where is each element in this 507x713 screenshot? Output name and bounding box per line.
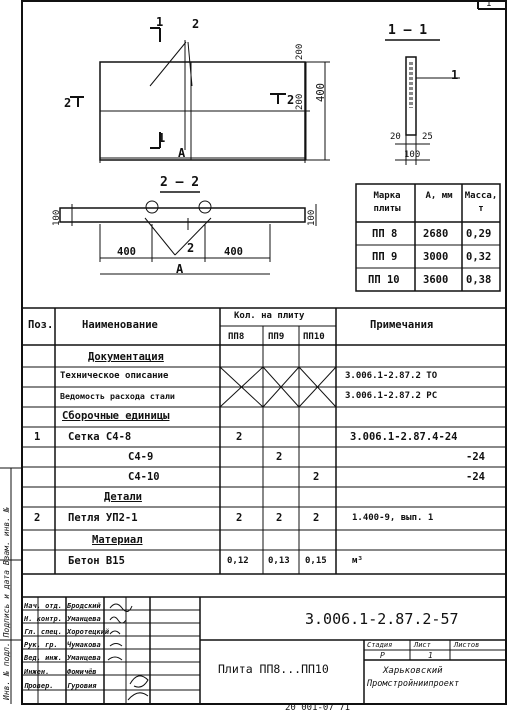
spec-header-qty: Кол. на плиту	[234, 311, 305, 321]
spec-header-pp9: ПП9	[268, 332, 285, 342]
section-2-2-dim-100-right: 100	[307, 209, 317, 226]
role-row: Гл. спец.	[24, 628, 62, 636]
role-row: Нач. отд.	[24, 602, 62, 610]
name-row: Уманцева	[67, 615, 101, 623]
plan-section-1-bottom: 1	[158, 131, 166, 145]
spec-row-c48: Сетка С4-8	[68, 431, 132, 443]
spec-section-material: Материал	[92, 534, 143, 546]
stage-value: Р	[380, 651, 385, 660]
section-1-1-dim-100: 100	[404, 150, 421, 160]
margin-vertical-text: Инв. № подл. Подпись и дата Взам. инв. №	[2, 507, 11, 700]
role-row: Вед. инж.	[24, 654, 62, 662]
spec-header-pp10: ПП10	[303, 332, 325, 342]
spec-c410-note: -24	[466, 471, 485, 483]
role-row: Инжен.	[24, 668, 50, 676]
spec-row-beton: Бетон В15	[68, 555, 125, 567]
spec-row-tech-desc: Техническое описание	[60, 371, 169, 381]
mass-table-a: 2680	[423, 228, 449, 240]
bottom-code: 20 001-07 71	[285, 703, 351, 713]
mass-table-header-a: А, мм	[425, 191, 453, 201]
name-row: Фомичёв	[67, 668, 97, 676]
spec-loop-pp9: 2	[276, 512, 283, 524]
plan-mark-2: 2	[192, 17, 200, 31]
spec-c49-note: -24	[466, 451, 485, 463]
plan-dim-400: 400	[315, 83, 327, 102]
mass-table-mark: ПП 10	[368, 274, 400, 286]
spec-header-pos: Поз.	[28, 319, 54, 331]
spec-header-name: Наименование	[82, 319, 158, 331]
spec-section-docs: Документация	[88, 351, 164, 363]
plan-dim-a: A	[178, 146, 186, 160]
spec-loop-note: 1.400-9, вып. 1	[352, 513, 434, 523]
section-2-2-dim-100-left: 100	[52, 209, 62, 226]
sheet-header: Лист	[414, 641, 431, 649]
section-1-1-title: 1 — 1	[388, 23, 428, 38]
spec-row-c410: С4-10	[128, 471, 160, 483]
section-2-2-dim-400-right: 400	[224, 246, 243, 258]
spec-loop-pp10: 2	[313, 512, 320, 524]
org-line-1: Харьковский	[383, 666, 443, 676]
name-row: Бродский	[67, 602, 101, 610]
name-row: Чумакова	[67, 641, 101, 649]
spec-header-note: Примечания	[370, 319, 434, 331]
corner-sheet-number: 1	[486, 0, 492, 9]
spec-row-loop: Петля УП2-1	[68, 512, 138, 524]
name-row: Хоротецкий	[67, 628, 110, 636]
mass-table-mark: ПП 9	[372, 251, 398, 263]
name-row: Гуровия	[67, 682, 97, 690]
section-2-2-dim-400-left: 400	[117, 246, 136, 258]
spec-beton-note: м³	[352, 556, 363, 566]
section-2-2-mark-2: 2	[187, 241, 195, 255]
spec-section-parts: Детали	[104, 491, 142, 503]
plan-dim-200-top: 200	[295, 43, 305, 60]
spec-beton-pp10: 0,15	[305, 556, 327, 566]
mass-table-a: 3000	[423, 251, 449, 263]
spec-header-pp8: ПП8	[228, 332, 245, 342]
document-designation: 3.006.1-2.87.2-57	[305, 610, 459, 628]
section-1-1-mark: 1	[451, 68, 459, 82]
section-2-2-dim-a: A	[176, 262, 184, 276]
spec-row-steel: Ведомость расхода стали	[60, 391, 175, 401]
role-row: Рук. гр.	[24, 641, 58, 649]
sheets-header: Листов	[454, 641, 480, 649]
mass-table-a: 3600	[423, 274, 449, 286]
spec-row-tech-note: 3.006.1-2.87.2 ТО	[345, 371, 438, 381]
plan-section-2-left: 2	[64, 96, 72, 110]
name-row: Уманцева	[67, 654, 101, 662]
mass-table-mass: 0,32	[466, 251, 492, 263]
section-1-1-dim-25: 25	[422, 132, 433, 142]
spec-c48-note: 3.006.1-2.87.4-24	[350, 431, 458, 443]
mass-table-mass: 0,38	[466, 274, 492, 286]
document-title: Плита ПП8...ПП10	[218, 662, 329, 676]
stage-header: Стадия	[367, 641, 393, 649]
spec-row-c49: С4-9	[128, 451, 154, 463]
spec-loop-pp8: 2	[236, 512, 243, 524]
role-row: Н. контр.	[24, 615, 62, 623]
spec-c49-pp9: 2	[276, 451, 283, 463]
title-block-roles: Нач. отд. Н. контр. Гл. спец. Рук. гр. В…	[24, 600, 62, 693]
spec-beton-pp8: 0,12	[227, 556, 249, 566]
plan-section-1-top: 1	[156, 15, 164, 29]
mass-table-header-mass: Масса, т	[464, 191, 498, 214]
mass-table-mass: 0,29	[466, 228, 492, 240]
spec-pos-2: 2	[34, 512, 41, 524]
plan-dim-200-bottom: 200	[295, 93, 305, 110]
section-2-2-title: 2 — 2	[160, 175, 200, 190]
spec-pos-1: 1	[34, 431, 41, 443]
spec-beton-pp9: 0,13	[268, 556, 290, 566]
title-block-names: Бродский Уманцева Хоротецкий Чумакова Ум…	[67, 600, 109, 693]
mass-table-mark: ПП 8	[372, 228, 398, 240]
spec-c48-pp8: 2	[236, 431, 243, 443]
role-row: Провер.	[24, 682, 54, 690]
mass-table-header-mark: Марка плиты	[373, 191, 401, 214]
plan-section-2-right: 2	[287, 93, 295, 107]
org-line-2: Промстройниипроект	[367, 679, 460, 689]
spec-section-assembly: Сборочные единицы	[62, 410, 170, 422]
spec-c410-pp10: 2	[313, 471, 320, 483]
sheet-value: 1	[428, 651, 433, 660]
spec-row-steel-note: 3.006.1-2.87.2 РС	[345, 391, 438, 401]
section-1-1-dim-20: 20	[390, 132, 401, 142]
